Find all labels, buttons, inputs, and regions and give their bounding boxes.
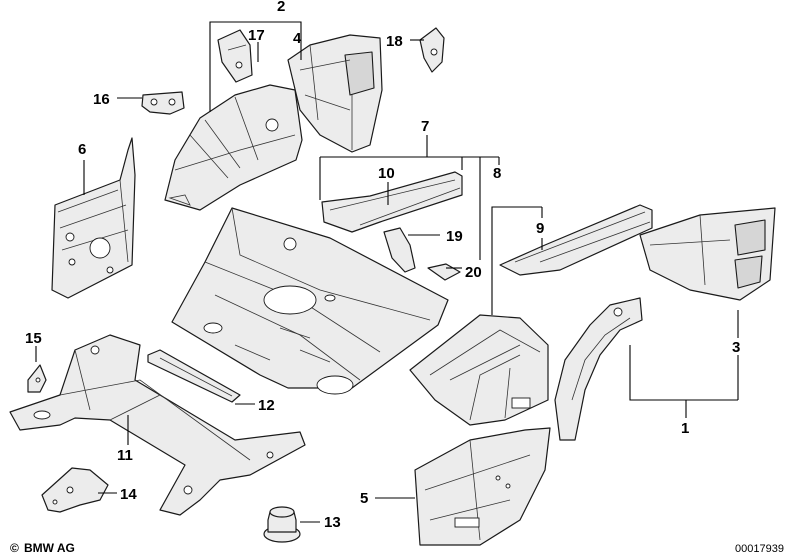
callout-16: 16 [93,91,110,108]
floor-pan[interactable] [171,207,449,395]
part-15-clip[interactable] [27,364,47,393]
image-number: 00017939 [735,543,784,555]
part-5-quarter-inner[interactable] [414,427,551,546]
callout-15: 15 [25,330,42,347]
callout-10: 10 [378,165,395,182]
part-20-plate[interactable] [427,263,461,281]
callout-14: 14 [120,486,137,503]
callout-7: 7 [421,118,429,135]
part-17-bracket[interactable] [217,29,253,83]
part-18-bracket[interactable] [419,27,445,73]
part-8-crossmember[interactable] [409,314,549,426]
part-14-bracket[interactable] [41,467,109,513]
part-13-plug[interactable] [263,506,301,543]
callout-labels: 2 17 4 18 16 6 7 10 8 9 19 20 3 1 15 12 … [25,0,740,531]
callout-13: 13 [324,514,341,531]
brand-label: BMW AG [24,541,75,555]
callout-12: 12 [258,397,275,414]
part-12-reinforcement[interactable] [147,349,241,403]
part-3-end-panel[interactable] [639,207,776,301]
part-10-rail[interactable] [321,171,463,233]
callout-4: 4 [293,30,302,47]
footer: © BMW AG 00017939 [10,541,784,555]
callout-9: 9 [536,220,544,237]
callout-18: 18 [386,33,403,50]
part-6-side-panel[interactable] [51,137,136,299]
callout-5: 5 [360,490,368,507]
leader-lines [35,21,739,523]
callout-11: 11 [117,447,133,464]
part-9-rail[interactable] [499,204,653,276]
callout-3: 3 [732,339,740,356]
callout-1: 1 [681,420,689,437]
callout-20: 20 [465,264,482,281]
part-2-wheel-housing[interactable] [164,84,303,211]
part-19-bracket[interactable] [383,227,416,273]
callout-17: 17 [248,27,265,44]
callout-2: 2 [277,0,285,15]
part-1-wheel-arch[interactable] [554,297,643,441]
copyright-symbol: © [10,541,19,555]
callout-6: 6 [78,141,86,158]
callout-19: 19 [446,228,463,245]
callout-8: 8 [493,165,501,182]
part-11-frame[interactable] [9,334,306,516]
part-4-inner-panel[interactable] [287,34,383,153]
part-16-clip[interactable] [141,91,185,115]
